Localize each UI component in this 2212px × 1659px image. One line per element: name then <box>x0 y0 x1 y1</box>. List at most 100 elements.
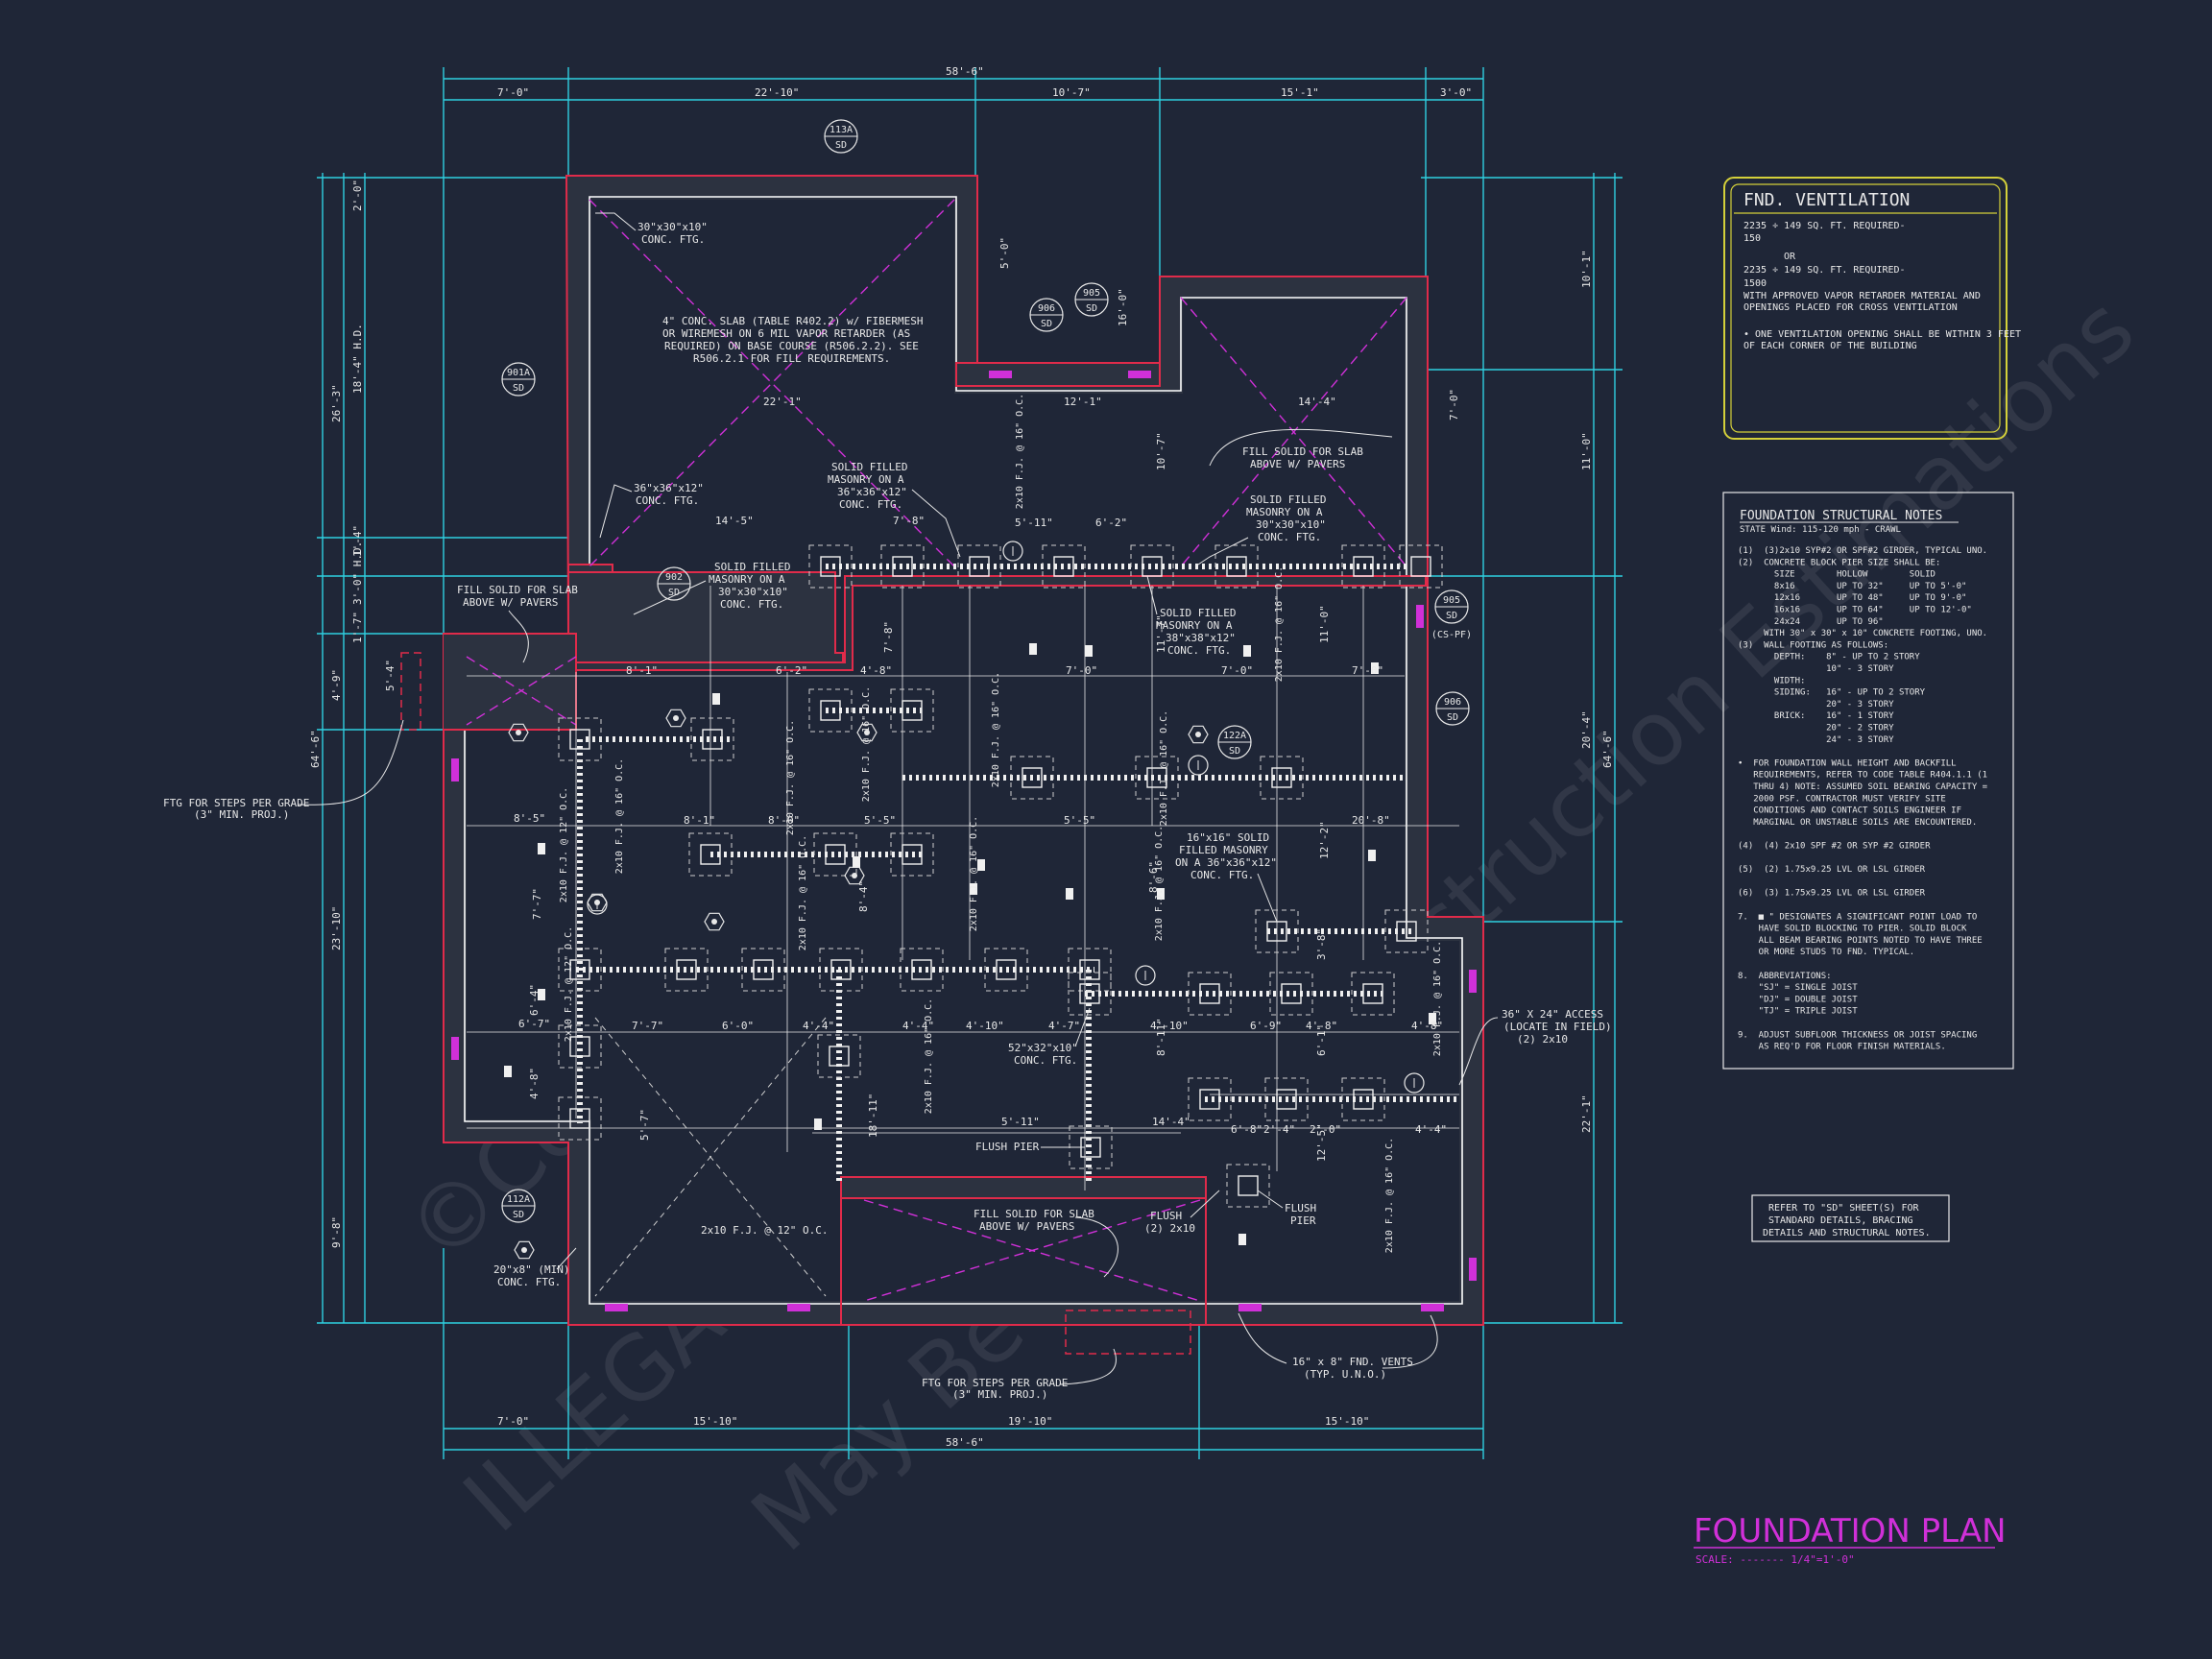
note-line: 8x16 UP TO 32" UP TO 5'-0" <box>1738 582 1966 591</box>
interior-dimension: 14'-4" <box>1298 396 1336 408</box>
callout-fill-slab-top: FILL SOLID FOR SLAB ABOVE W/ PAVERS <box>1209 428 1393 470</box>
interior-dimension: 7'-8" <box>893 515 925 527</box>
pier <box>1188 972 1232 1016</box>
detail-tag-extra: (CS-PF) <box>1431 630 1472 640</box>
note-line: (5) (2) 1.75x9.25 LVL OR LSL GIRDER <box>1738 865 1926 875</box>
interior-dimension: 8'-1" <box>626 664 658 677</box>
pier <box>1068 972 1112 1016</box>
callout-steps-bottom: FTG FOR STEPS PER GRADE (3" MIN. PROJ.) <box>922 1348 1117 1401</box>
svg-text:MASONRY ON A: MASONRY ON A <box>1246 506 1323 518</box>
notes-heading: FOUNDATION STRUCTURAL NOTES <box>1740 509 1942 523</box>
pier <box>819 948 863 992</box>
interior-dimension: 4'-8" <box>860 664 892 677</box>
detail-tag-number: 112A <box>507 1194 530 1205</box>
note-line: REQUIREMENTS, REFER TO CODE TABLE R404.1… <box>1738 771 1987 781</box>
joist-label: 2x10 F.J. @ 12" O.C. <box>559 787 569 902</box>
svg-text:MASONRY ON A: MASONRY ON A <box>1156 619 1233 632</box>
hexagon-marker <box>1188 725 1209 744</box>
pier <box>1269 972 1313 1016</box>
detail-tag-sheet: SD <box>668 588 680 598</box>
joist-label: 2x10 F.J. @ 16" O.C. <box>1432 941 1443 1056</box>
joist-label: 2x10 F.J. @ 16" O.C. <box>924 998 934 1114</box>
markers <box>508 541 1425 1260</box>
interior-dimension: 16'-0" <box>1117 288 1129 326</box>
interior-dimension: 7'-0" <box>1448 389 1460 421</box>
svg-text:OF EACH CORNER OF THE BUILDING: OF EACH CORNER OF THE BUILDING <box>1743 341 1917 351</box>
svg-text:OR WIREMESH ON 6 MIL VAPOR RET: OR WIREMESH ON 6 MIL VAPOR RETARDER (AS <box>662 327 910 340</box>
svg-text:4" CONC. SLAB (TABLE R402.2) w: 4" CONC. SLAB (TABLE R402.2) w/ FIBERMES… <box>662 315 924 327</box>
interior-dimension: 8'-6" <box>1147 861 1160 893</box>
svg-text:FILLED MASONRY: FILLED MASONRY <box>1179 844 1268 856</box>
interior-dimension: 7'-0" <box>1066 664 1097 677</box>
svg-text:36"x36"x12": 36"x36"x12" <box>634 482 704 494</box>
svg-text:CONC. FTG.: CONC. FTG. <box>1014 1054 1077 1067</box>
pier <box>1384 909 1429 953</box>
note-line: 12x16 UP TO 48" UP TO 9'-0" <box>1738 593 1966 603</box>
svg-text:SOLID FILLED: SOLID FILLED <box>831 461 907 473</box>
pier <box>817 1034 861 1078</box>
note-line: (4) (4) 2x10 SPF #2 OR SYP #2 GIRDER <box>1738 842 1931 852</box>
detail-tag-number: 905 <box>1083 288 1100 299</box>
detail-tag-sheet: SD <box>1229 746 1240 757</box>
note-line: MARGINAL OR UNSTABLE SOILS ARE ENCOUNTER… <box>1738 818 1977 828</box>
svg-text:CONC. FTG.: CONC. FTG. <box>1190 869 1254 881</box>
interior-dimension: 12'-2" <box>1318 821 1331 859</box>
pier <box>1130 544 1174 589</box>
joist-label: 2x10 F.J. @ 16" O.C. <box>969 816 979 931</box>
detail-tag-sheet: SD <box>1446 611 1457 621</box>
dim-left-8: 3'-0" H.D. <box>351 541 364 605</box>
detail-tag-sheet: SD <box>1447 712 1458 723</box>
note-line: 20" - 3 STORY <box>1738 700 1894 709</box>
dim-left-overall: 64'-6" <box>309 730 322 768</box>
dim-bottom-overall: 58'-6" <box>946 1436 984 1449</box>
foundation-vents <box>451 371 1477 1311</box>
interior-dimension: 7'-7" <box>632 1020 663 1032</box>
svg-text:38"x38"x12": 38"x38"x12" <box>1166 632 1236 644</box>
hexagon-marker <box>844 866 865 885</box>
dim-right-1: 10'-1" <box>1580 250 1593 288</box>
dim-left-7: 1'-4" <box>351 525 364 557</box>
pier <box>1068 948 1112 992</box>
interior-dimension: 4'-10" <box>1150 1020 1189 1032</box>
svg-text:CONC. FTG.: CONC. FTG. <box>720 598 783 611</box>
interior-dimension: 14'-4" <box>1152 1116 1190 1128</box>
interior-dimension: 12'-1" <box>1064 396 1102 408</box>
svg-text:36"x36"x12": 36"x36"x12" <box>837 486 907 498</box>
drawing-title: FOUNDATION PLAN <box>1694 1512 2007 1551</box>
notes-subheading: STATE Wind: 115-120 mph - CRAWL <box>1740 525 1901 535</box>
interior-dimension: 5'-5" <box>864 814 896 827</box>
interior-dimension: 5'-11" <box>1015 517 1053 529</box>
pier <box>690 717 734 761</box>
pier <box>558 1096 602 1141</box>
interior-dimension: 20'-8" <box>1352 814 1390 827</box>
piers <box>558 544 1443 1208</box>
joist-label: 2x10 F.J. @ 16" O.C. <box>861 686 872 802</box>
pier <box>1351 972 1395 1016</box>
point-loads <box>504 643 1436 1245</box>
svg-text:52"x32"x10": 52"x32"x10" <box>1008 1042 1078 1054</box>
note-line: 7. ■ " DESIGNATES A SIGNIFICANT POINT LO… <box>1738 912 1977 922</box>
girders <box>576 564 1459 1181</box>
dimension-lines <box>317 67 1623 1459</box>
callout-ftg-30: 30"x30"x10" CONC. FTG. <box>595 212 708 246</box>
dim-bottom-1: 7'-0" <box>497 1415 529 1428</box>
pier <box>688 832 733 877</box>
svg-text:DETAILS AND STRUCTURAL NOTES.: DETAILS AND STRUCTURAL NOTES. <box>1763 1228 1931 1238</box>
note-line: 10" - 3 STORY <box>1738 664 1894 674</box>
interior-dimension: 4'-8" <box>1306 1020 1337 1032</box>
interior-dimension: 8'-5" <box>514 812 545 825</box>
pier <box>957 544 1001 589</box>
interior-dimension: 7'-0" <box>1221 664 1253 677</box>
interior-dimension: 3'-8" <box>1315 928 1328 960</box>
callout-fill-slab-left: FILL SOLID FOR SLAB ABOVE W/ PAVERS <box>457 584 578 663</box>
note-line: (1) (3)2x10 SYP#2 OR SPF#2 GIRDER, TYPIC… <box>1738 546 1987 556</box>
note-line: (2) CONCRETE BLOCK PIER SIZE SHALL BE: <box>1738 558 1940 567</box>
svg-text:CONC. FTG.: CONC. FTG. <box>497 1276 561 1288</box>
svg-text:(TYP. U.N.O.): (TYP. U.N.O.) <box>1304 1368 1386 1381</box>
note-line: WIDTH: <box>1738 676 1805 685</box>
